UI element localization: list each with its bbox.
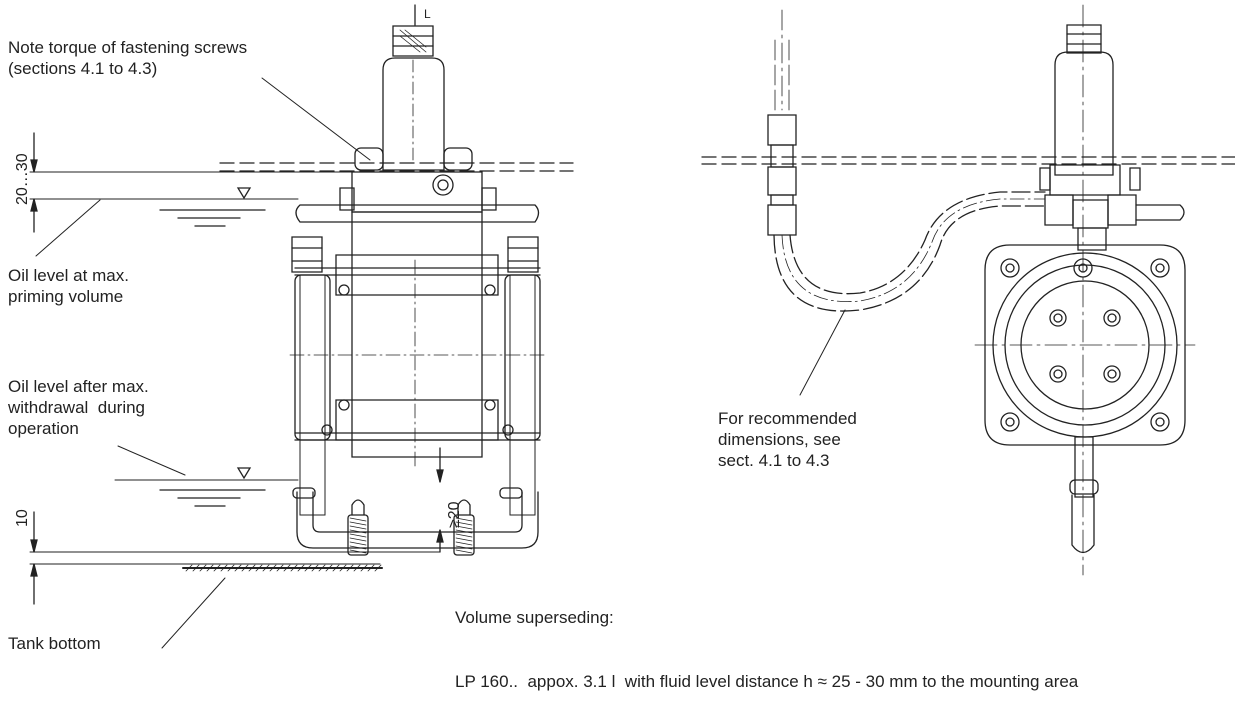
tank-bottom-label: Tank bottom: [8, 634, 101, 653]
line-label: L: [424, 7, 431, 21]
leader-lines: [36, 78, 845, 648]
dimension-10: 10: [14, 509, 31, 527]
volume-line: LP 160.. appox. 3.1 l with fluid level d…: [455, 672, 1079, 691]
pump-left-view: [290, 5, 545, 555]
filter-hatch: [350, 518, 472, 553]
pump-front-view: [975, 5, 1195, 575]
dimension-min-20: ≥20: [446, 501, 463, 528]
volume-heading: Volume superseding:: [455, 608, 614, 627]
torque-note: Note torque of fastening screws (section…: [8, 38, 248, 78]
recommended-dimensions-note: For recommended dimensions, see sect. 4.…: [718, 409, 857, 470]
oil-level-after-withdrawal: Oil level after max. withdrawal during o…: [8, 377, 149, 438]
reference-lines: [30, 133, 573, 604]
oil-level-max-priming: Oil level at max. priming volume: [8, 266, 129, 306]
pipe-side-view: [702, 10, 1235, 311]
tank-hatch: [186, 565, 381, 571]
dimension-20-30: 20…30: [14, 153, 31, 205]
